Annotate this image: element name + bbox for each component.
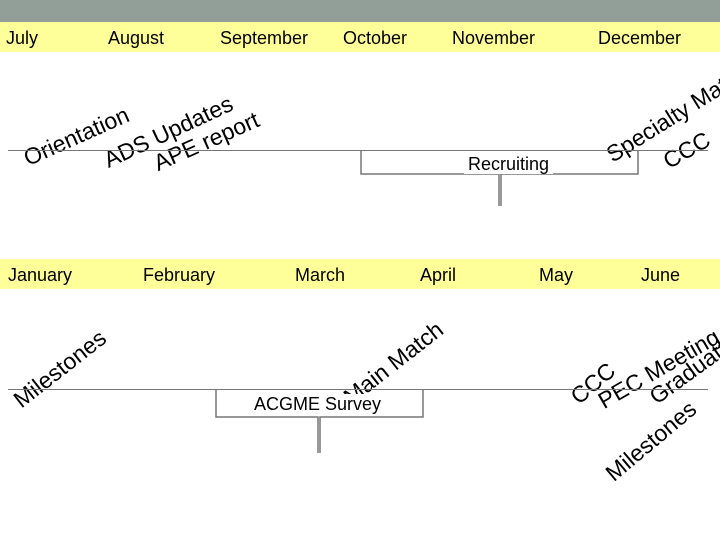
title-bar [0, 0, 720, 22]
acgme-survey-brace [215, 389, 424, 453]
acgme-survey-label: ACGME Survey [250, 394, 386, 414]
recruiting-brace [360, 150, 639, 206]
month-band-jul-dec [0, 22, 720, 52]
month-june: June [641, 265, 681, 285]
event-milestones-january: Milestones [8, 324, 112, 413]
event-milestones-june: Milestones [600, 395, 702, 487]
month-may: May [539, 265, 574, 285]
month-july: July [6, 28, 39, 48]
month-september: September [220, 28, 309, 48]
month-march: March [295, 265, 346, 285]
month-band-jan-jun [0, 259, 720, 289]
month-august: August [108, 28, 165, 48]
month-december: December [598, 28, 682, 48]
month-april: April [420, 265, 457, 285]
month-october: October [343, 28, 408, 48]
month-january: January [8, 265, 73, 285]
month-february: February [143, 265, 216, 285]
timeline-axis-jan-jun [8, 389, 708, 390]
recruiting-label: Recruiting [464, 154, 554, 174]
month-november: November [452, 28, 536, 48]
timeline-axis-jul-dec [8, 150, 708, 151]
